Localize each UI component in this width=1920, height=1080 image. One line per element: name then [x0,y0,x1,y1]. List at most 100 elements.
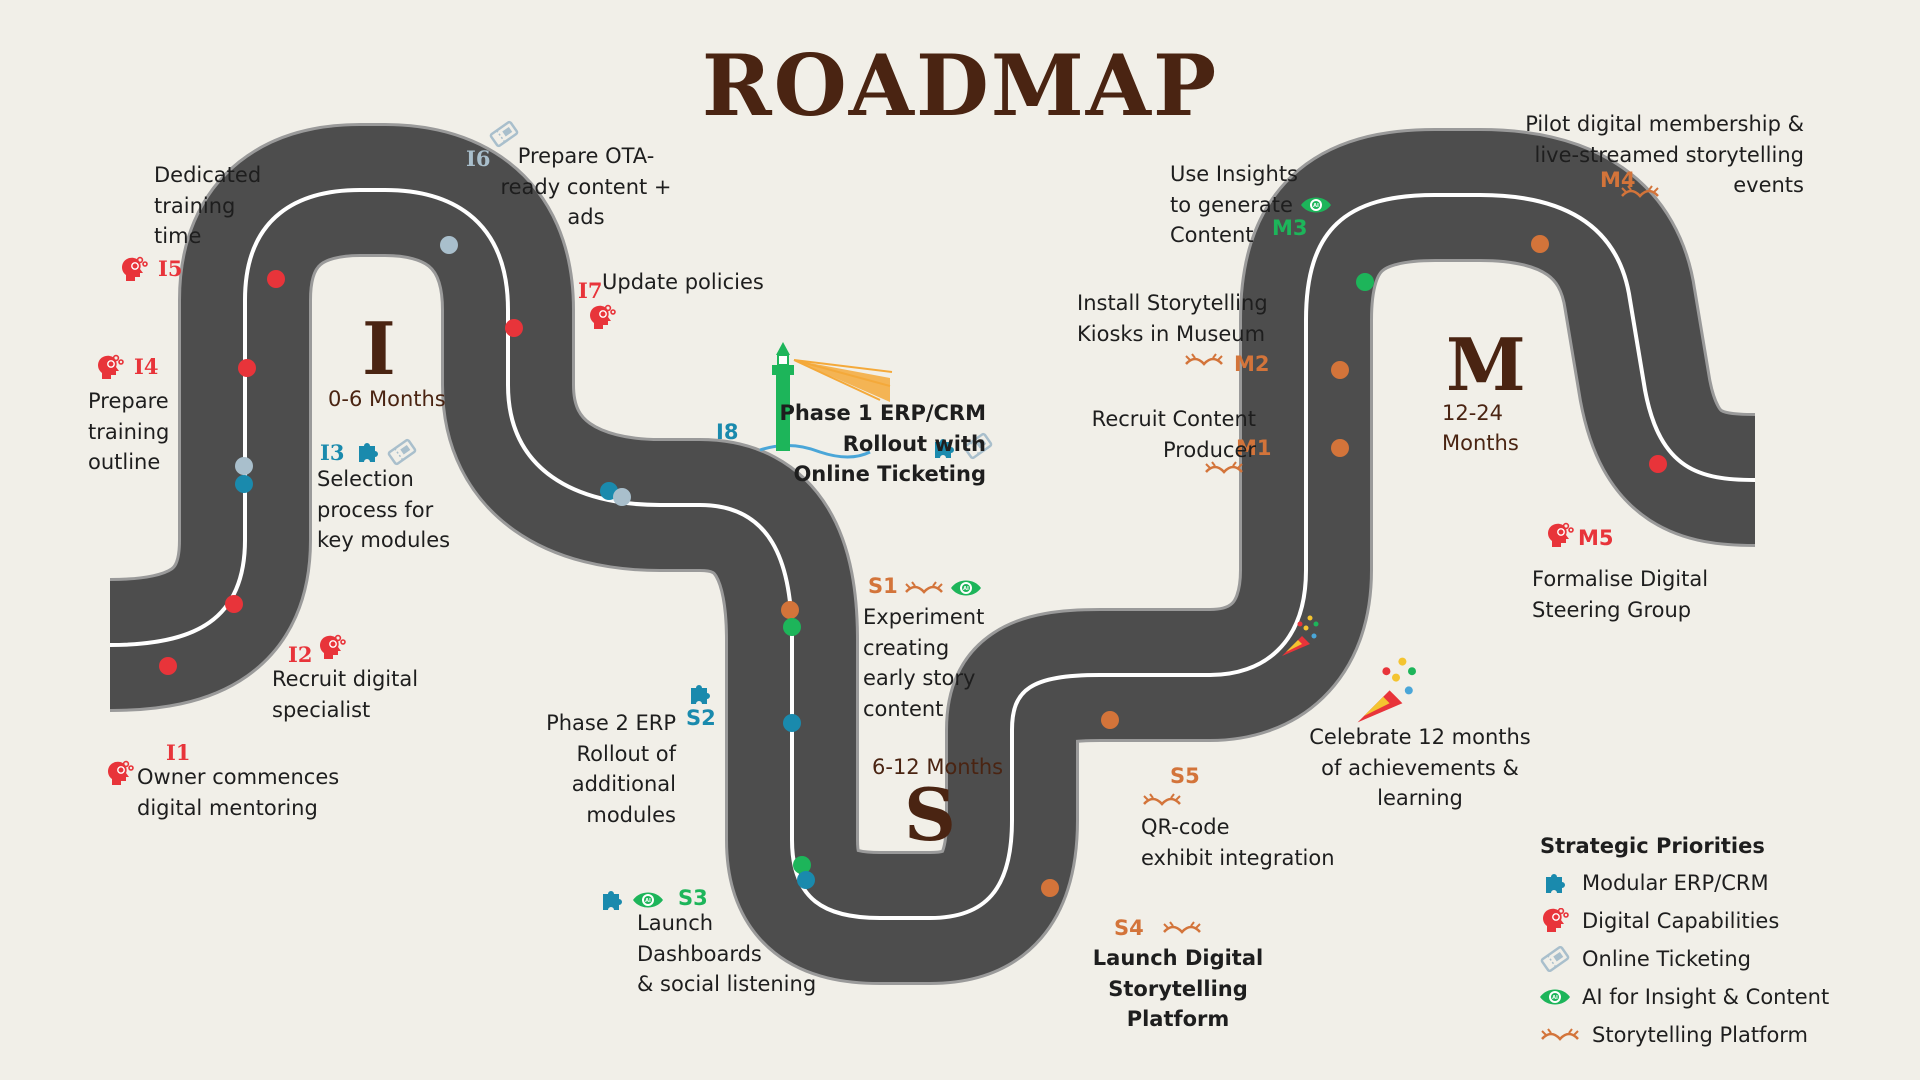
milestone-dot-m3 [1356,273,1374,291]
milestone-i4-code: I4 [134,354,159,379]
phase-i-range: 0-6 Months [328,387,446,411]
lighthouse-icon [759,342,893,459]
legend-item-erp: Modular ERP/CRM [1540,864,1829,902]
milestone-dot-s1-ai [783,618,801,636]
milestone-i2-code: I2 [288,642,313,667]
milestone-dot-i4 [238,359,256,377]
ticket-icon [1540,946,1570,972]
milestone-dot-i6 [440,236,458,254]
legend-item-ticketing: Online Ticketing [1540,940,1829,978]
legend-item-capabilities: Digital Capabilities [1540,902,1829,940]
milestone-m5-text: Formalise Digital Steering Group [1532,567,1709,622]
milestone-dot-s3-ai [793,856,811,874]
milestone-dot-m4 [1531,235,1549,253]
ai-eye-icon [1540,989,1570,1005]
milestone-m2-text: Install Storytelling Kiosks in Museum [1077,291,1268,346]
ai-eye-icon [951,580,981,596]
milestone-dot-m1 [1331,439,1349,457]
milestone-i4-text: Prepare training outline [88,389,170,474]
milestone-m3-text: Use Insights to generate Content [1170,162,1298,247]
road-center-line [109,188,1756,920]
milestone-s3-text: Launch Dashboards & social listening [637,911,817,996]
head-gears-icon [97,354,124,380]
milestone-s1-code: S1 [868,574,898,598]
ticket-icon [386,438,418,466]
milestone-i6-text: Prepare OTA- ready content + ads [500,144,672,229]
milestone-dot-s3-erp [797,871,815,889]
milestone-dot-m5 [1649,455,1667,473]
puzzle-icon [1546,874,1565,893]
puzzle-icon [359,443,378,462]
celebrate-text: Celebrate 12 months of achievements & le… [1309,725,1531,810]
phase-i-letter: I [362,306,396,391]
head-gears-icon [1542,908,1569,933]
milestone-dot-i8-ticket [613,488,631,506]
milestone-s5-code: S5 [1170,764,1200,788]
milestone-dot-i7 [505,319,523,337]
milestone-dot-s2 [783,714,801,732]
milestone-dot-i3-ticket [235,457,253,475]
milestone-m3-code: M3 [1272,216,1308,240]
party-popper-icon-small [1282,615,1319,656]
legend-label: AI for Insight & Content [1582,985,1830,1009]
legend-label: Modular ERP/CRM [1582,871,1769,895]
milestone-dot-i1 [159,657,177,675]
milestone-s4-text: Launch Digital Storytelling Platform [1092,946,1264,1031]
party-popper-icon [1357,657,1416,723]
legend-label: Online Ticketing [1582,947,1752,971]
open-book-icon [1162,920,1202,934]
head-gears-icon [1547,522,1574,548]
legend-item-ai: AI for Insight & Content [1540,978,1829,1016]
open-book-icon [1540,1027,1580,1041]
milestone-m5-code: M5 [1578,526,1614,550]
legend-title: Strategic Priorities [1540,834,1765,858]
milestone-s1-text: Experiment creating early story content [863,605,985,721]
open-book-icon [1142,792,1182,806]
legend-label: Storytelling Platform [1592,1023,1809,1047]
phase-s-letter: S [904,772,956,857]
milestone-i2-text: Recruit digital specialist [272,667,419,722]
milestone-m4-code: M4 [1600,168,1636,192]
milestone-m1-text: Recruit Content Producer [1091,407,1256,462]
head-gears-icon [319,634,346,660]
phase-s-range: 6-12 Months [872,755,1004,779]
milestone-i1-code: I1 [166,740,191,765]
milestone-dot-s1-story [781,601,799,619]
milestone-dot-i5 [267,270,285,288]
milestone-s4-code: S4 [1114,916,1144,940]
open-book-icon [1184,352,1224,366]
milestone-i6-code: I6 [466,146,491,171]
milestone-i7-text: Update policies [602,270,764,294]
head-gears-icon [589,304,616,330]
milestone-dot-s4 [1041,879,1059,897]
ai-eye-icon [633,892,663,908]
milestone-s2-text: Phase 2 ERP Rollout of additional module… [546,711,676,827]
milestone-dot-i3-erp [235,475,253,493]
milestone-s3-code: S3 [678,886,708,910]
milestone-m1-code: M1 [1236,436,1272,460]
strategic-priorities-legend: Strategic Priorities Modular ERP/CRM Dig… [1540,834,1829,1054]
legend-label: Digital Capabilities [1582,909,1780,933]
puzzle-icon [603,891,622,910]
milestone-i7-code: I7 [578,278,603,303]
puzzle-icon [691,685,710,704]
milestone-i5-code: I5 [158,256,183,281]
milestone-s2-code: S2 [686,706,716,730]
open-book-icon [904,580,944,594]
milestone-i8-text: Phase 1 ERP/CRM Rollout with Online Tick… [779,401,986,486]
milestone-i5-text: Dedicated training time [154,163,262,248]
milestone-dot-s5 [1101,711,1119,729]
phase-m-letter: M [1446,322,1526,407]
milestone-dot-i2 [225,595,243,613]
milestone-m4-text: Pilot digital membership & live-streamed… [1525,112,1804,197]
milestone-i3-text: Selection process for key modules [317,467,451,552]
page-title: ROADMAP [701,36,1219,135]
head-gears-icon [121,256,148,282]
legend-item-storytelling: Storytelling Platform [1540,1016,1829,1054]
milestone-dot-m2 [1331,361,1349,379]
phase-m-range: 12-24 Months [1442,401,1519,455]
milestone-i1-text: Owner commences digital mentoring [137,765,340,820]
milestone-m2-code: M2 [1234,352,1270,376]
